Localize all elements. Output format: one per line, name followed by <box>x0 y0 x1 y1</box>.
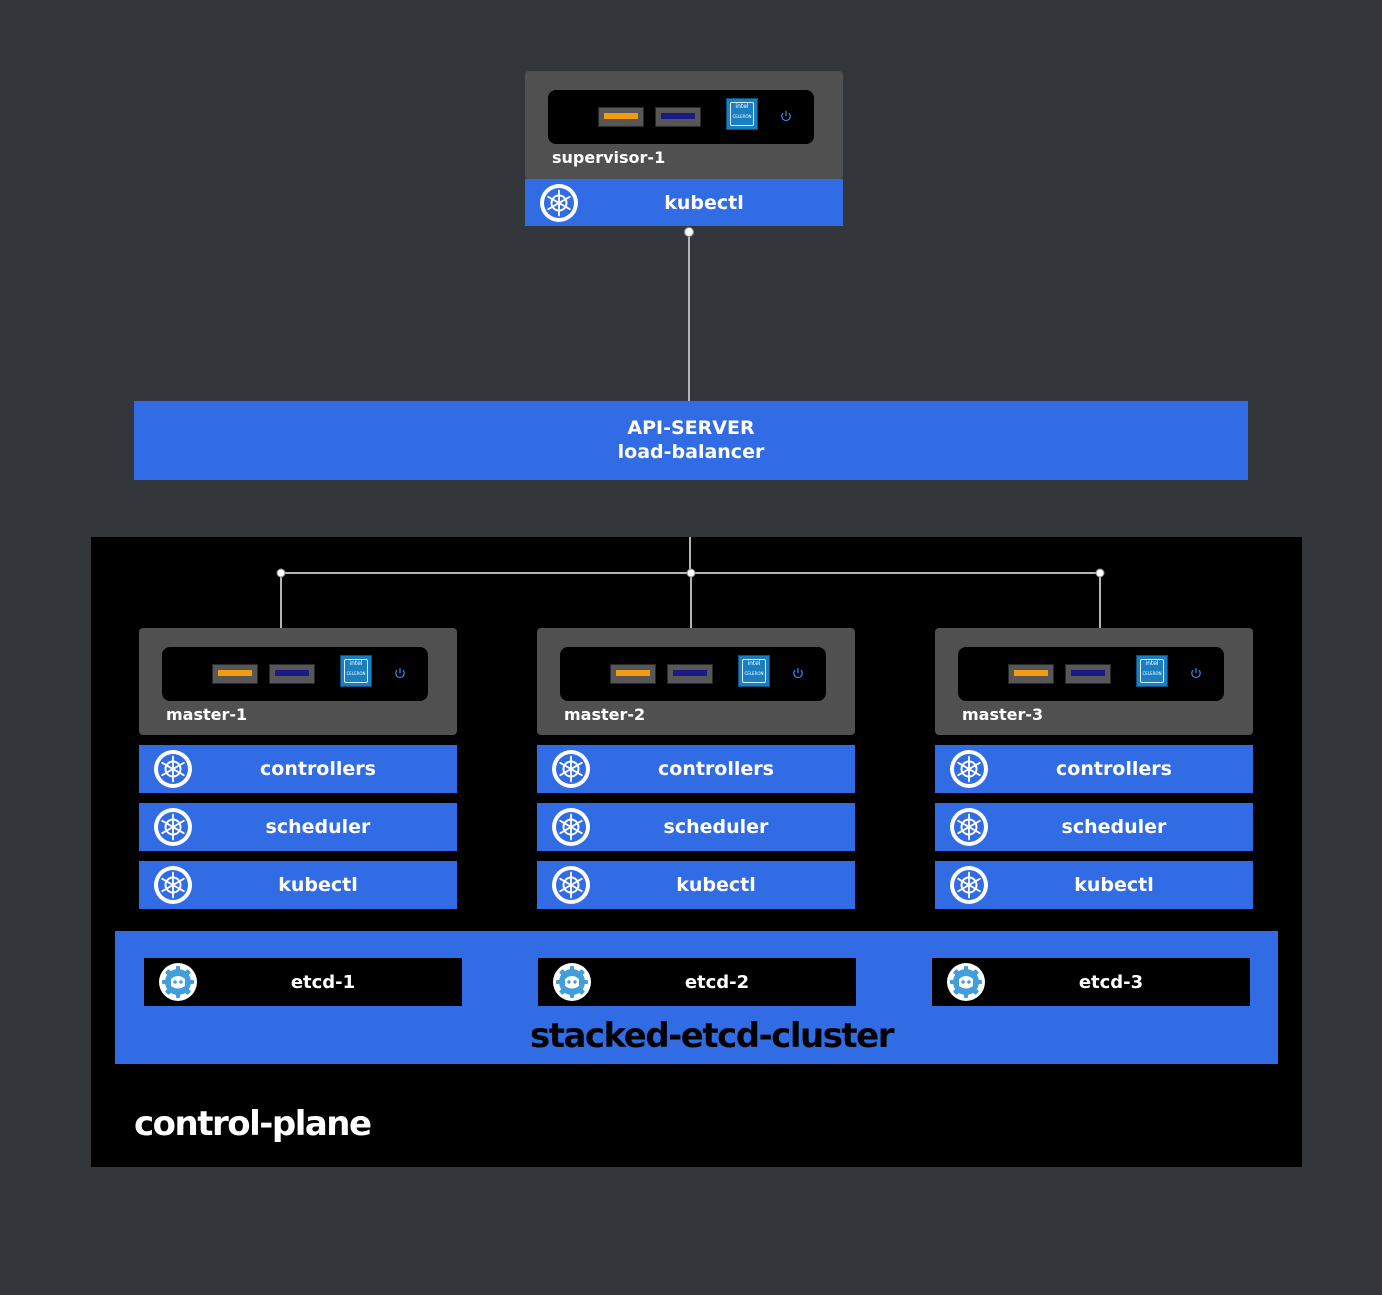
service-label: controllers <box>260 758 376 780</box>
kubernetes-icon <box>540 184 578 222</box>
etcd-label: etcd-3 <box>1078 971 1144 993</box>
power-icon[interactable] <box>792 667 804 679</box>
node-name: master-2 <box>564 705 646 724</box>
etcd-cluster-label: stacked-etcd-cluster <box>529 1016 895 1056</box>
etcd-member[interactable]: etcd-3 <box>932 958 1250 1006</box>
service-label: scheduler <box>1061 816 1167 838</box>
usb-port-icon <box>212 664 258 684</box>
cpu-chip-icon: intel CELERON <box>726 98 758 130</box>
service-label: kubectl <box>664 191 744 214</box>
master-node: intel CELERON master-3 <box>935 628 1253 735</box>
device-panel: intel CELERON <box>162 647 428 701</box>
kubectl-bar[interactable]: kubectl <box>935 861 1253 909</box>
supervisor-node: intel CELERON supervisor-1 <box>525 71 843 179</box>
service-label: kubectl <box>1074 874 1154 896</box>
node-name: master-3 <box>962 705 1044 724</box>
device-panel: intel CELERON <box>548 90 814 144</box>
etcd-member[interactable]: etcd-2 <box>538 958 856 1006</box>
cpu-chip-icon: intel CELERON <box>1136 655 1168 687</box>
power-icon[interactable] <box>394 667 406 679</box>
control-plane-label: control-plane <box>134 1104 372 1144</box>
device-panel: intel CELERON <box>958 647 1224 701</box>
device-panel: intel CELERON <box>560 647 826 701</box>
lb-line2: load-balancer <box>617 441 765 463</box>
power-icon[interactable] <box>1190 667 1202 679</box>
kubectl-bar[interactable]: kubectl <box>139 861 457 909</box>
service-label: scheduler <box>265 816 371 838</box>
node-name: supervisor-1 <box>552 148 666 167</box>
etcd-member[interactable]: etcd-1 <box>144 958 462 1006</box>
connector-dot <box>684 227 694 237</box>
master-connectors <box>276 537 1105 628</box>
usb-port-icon <box>269 664 315 684</box>
usb-port-icon <box>667 664 713 684</box>
usb-port-icon <box>655 107 701 127</box>
kubectl-bar[interactable]: kubectl <box>537 861 855 909</box>
node-name: master-1 <box>166 705 248 724</box>
power-icon[interactable] <box>780 110 792 122</box>
cpu-chip-icon: intel CELERON <box>340 655 372 687</box>
supervisor-kubectl-bar[interactable]: kubectl <box>525 179 843 226</box>
controllers-bar[interactable]: controllers <box>139 745 457 793</box>
etcd-label: etcd-1 <box>290 971 356 993</box>
usb-port-icon <box>598 107 644 127</box>
controllers-bar[interactable]: controllers <box>935 745 1253 793</box>
scheduler-bar[interactable]: scheduler <box>139 803 457 851</box>
lb-line1: API-SERVER <box>627 417 755 439</box>
service-label: controllers <box>1056 758 1172 780</box>
etcd-label: etcd-2 <box>684 971 750 993</box>
service-label: kubectl <box>278 874 358 896</box>
service-label: scheduler <box>663 816 769 838</box>
controllers-bar[interactable]: controllers <box>537 745 855 793</box>
service-label: controllers <box>658 758 774 780</box>
scheduler-bar[interactable]: scheduler <box>935 803 1253 851</box>
usb-port-icon <box>1065 664 1111 684</box>
usb-port-icon <box>610 664 656 684</box>
usb-port-icon <box>1008 664 1054 684</box>
master-node: intel CELERON master-1 <box>139 628 457 735</box>
cpu-chip-icon: intel CELERON <box>738 655 770 687</box>
scheduler-bar[interactable]: scheduler <box>537 803 855 851</box>
api-server-load-balancer[interactable]: API-SERVER load-balancer <box>134 401 1248 480</box>
master-node: intel CELERON master-2 <box>537 628 855 735</box>
service-label: kubectl <box>676 874 756 896</box>
